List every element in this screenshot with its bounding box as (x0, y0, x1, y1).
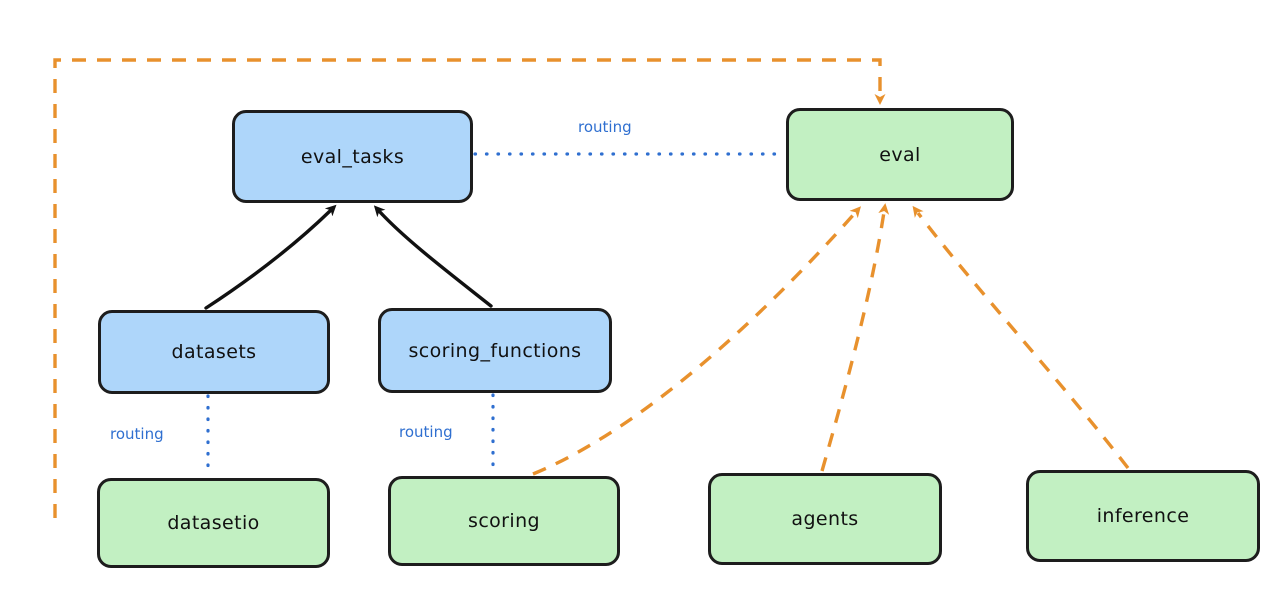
node-label-datasetio: datasetio (167, 512, 260, 534)
node-label-eval-tasks: eval_tasks (300, 145, 405, 168)
node-label-agents: agents (791, 508, 859, 530)
edge-label-routing-eval: routing (578, 118, 632, 136)
node-scoring-functions[interactable]: scoring_functions (378, 308, 612, 393)
node-label-scoring: scoring (468, 510, 540, 532)
node-label-inference: inference (1096, 505, 1190, 527)
node-label-scoring-functions: scoring_functions (408, 339, 582, 362)
node-eval-tasks[interactable]: eval_tasks (232, 110, 473, 203)
edge-scoring-to-eval (532, 206, 861, 476)
node-agents[interactable]: agents (708, 473, 942, 565)
edge-datasetio-to-eval (53, 58, 886, 518)
node-scoring[interactable]: scoring (388, 476, 620, 566)
edge-datasets-to-eval-tasks (204, 204, 337, 310)
node-label-datasets: datasets (171, 341, 257, 363)
edge-label-routing-scoring: routing (399, 423, 453, 441)
edge-agents-to-eval (820, 203, 890, 472)
node-inference[interactable]: inference (1026, 470, 1260, 562)
edge-inference-to-eval (912, 205, 1130, 470)
node-label-eval: eval (879, 143, 921, 166)
node-eval[interactable]: eval (786, 108, 1014, 201)
node-datasets[interactable]: datasets (98, 310, 330, 394)
edge-scoring-functions-to-eval-tasks (373, 205, 493, 308)
node-datasetio[interactable]: datasetio (97, 478, 330, 568)
edge-label-routing-datasetio: routing (110, 425, 164, 443)
